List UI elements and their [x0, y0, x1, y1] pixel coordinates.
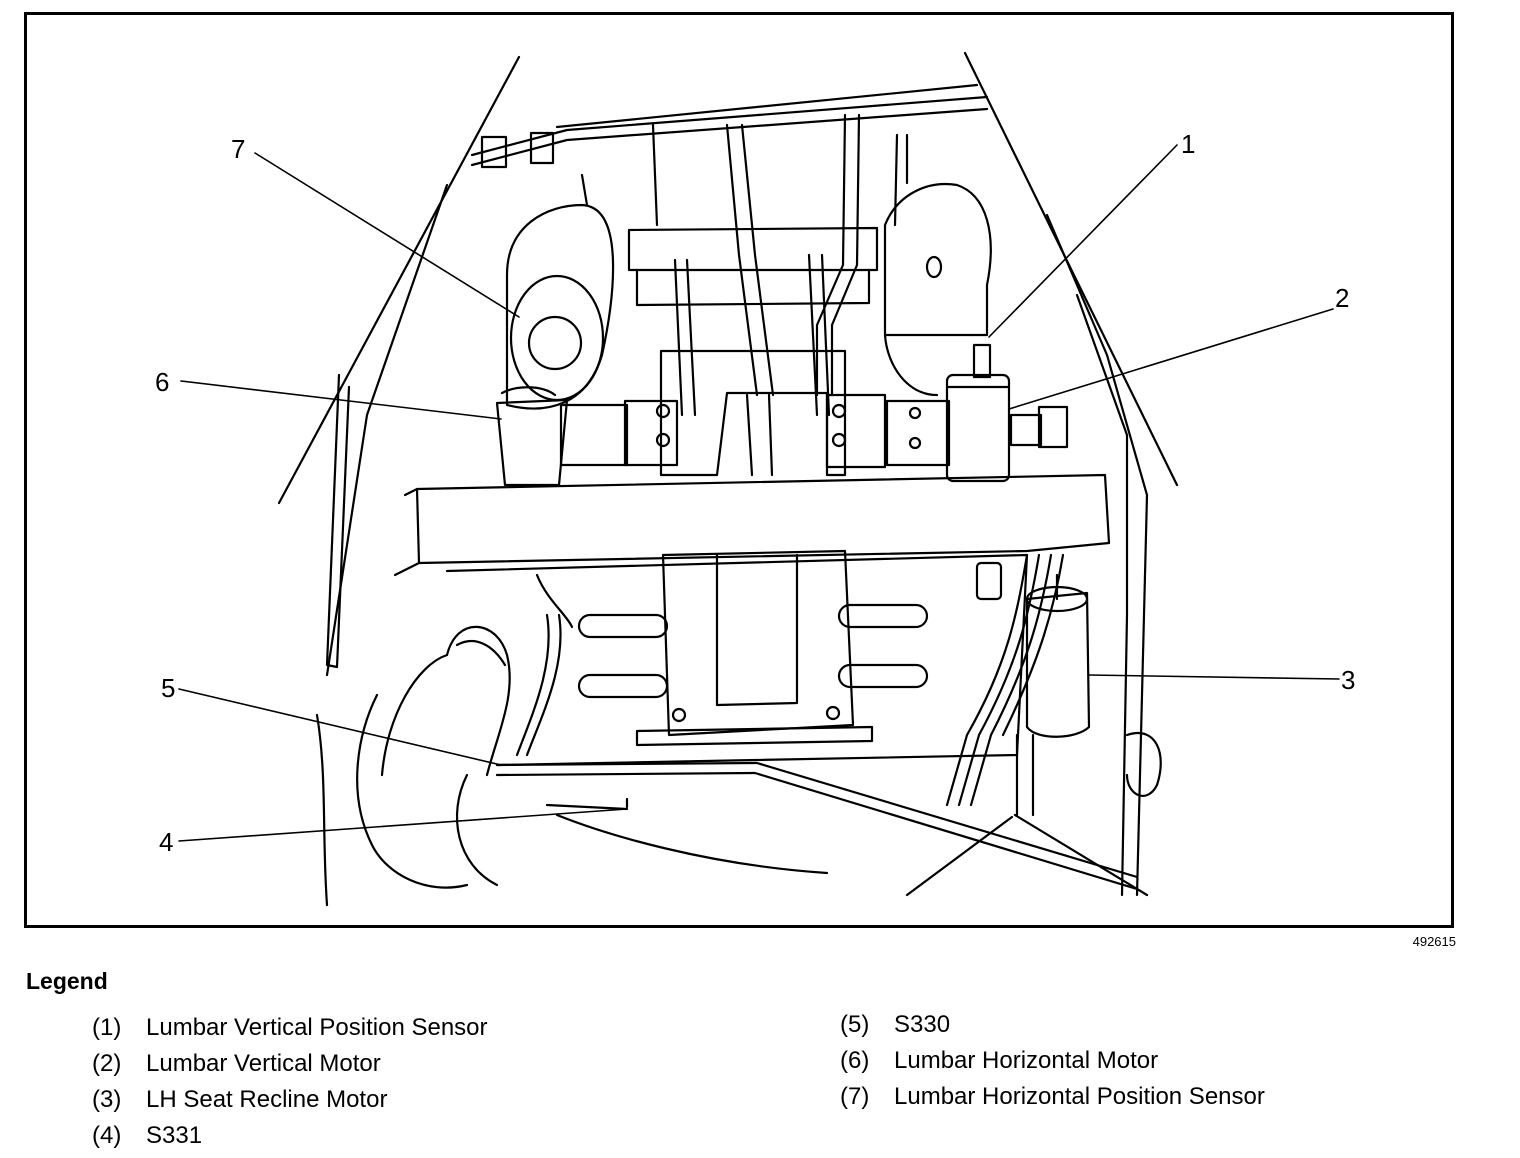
seat-frame-left-edge [277, 55, 521, 505]
legend-number: (2) [92, 1050, 122, 1077]
lh-seat-recline-motor [1025, 591, 1091, 738]
legend-item: (5) S330 [840, 1010, 1265, 1046]
legend-column-right: (5) S330 (6) Lumbar Horizontal Motor (7)… [840, 1010, 1265, 1118]
leader-line-3 [1088, 674, 1340, 680]
legend-number: (7) [840, 1083, 870, 1110]
left-harness [445, 625, 511, 777]
callout-number-1: 1 [1181, 129, 1196, 159]
legend-item: (6) Lumbar Horizontal Motor [840, 1046, 1265, 1082]
legend-item: (3) LH Seat Recline Motor [92, 1085, 488, 1121]
leader-line-5 [178, 688, 502, 766]
legend-label: LH Seat Recline Motor [146, 1086, 388, 1113]
callout-number-4: 4 [159, 827, 174, 857]
legend-label: S331 [146, 1122, 203, 1149]
legend-item: (2) Lumbar Vertical Motor [92, 1049, 488, 1085]
lumbar-horizontal-motor [495, 398, 569, 487]
legend-number: (6) [840, 1047, 870, 1074]
callout-number-5: 5 [161, 673, 176, 703]
seat-frame-left-rail-inner [325, 373, 351, 669]
legend-item: (7) Lumbar Horizontal Position Sensor [840, 1082, 1265, 1118]
legend-label: Lumbar Horizontal Motor [894, 1047, 1159, 1074]
main-crossbar [415, 473, 1111, 565]
lower-plate [445, 553, 1029, 767]
seat-frame-left-rail [325, 183, 449, 677]
legend-label: Lumbar Vertical Motor [146, 1050, 381, 1077]
leader-line-1 [988, 144, 1178, 338]
left-seat-cushion [356, 693, 469, 889]
leader-line-6 [180, 380, 502, 420]
leader-line-2 [1008, 308, 1334, 410]
diagram-frame: 7 1 2 6 3 5 4 [24, 12, 1454, 928]
leader-line-4 [178, 808, 628, 842]
floor-line [905, 815, 1014, 897]
legend-number: (3) [92, 1086, 122, 1113]
lumbar-horizontal-position-sensor [505, 203, 615, 410]
seat-back-illustration [178, 51, 1340, 907]
seat-frame-right-rail [1045, 213, 1149, 897]
legend-label: Lumbar Horizontal Position Sensor [894, 1083, 1265, 1110]
legend-number: (1) [92, 1014, 122, 1041]
callout-number-6: 6 [155, 367, 170, 397]
legend-column-left: (1) Lumbar Vertical Position Sensor (2) … [92, 1013, 488, 1157]
center-bracket [659, 349, 847, 477]
legend-number: (5) [840, 1011, 870, 1038]
lower-bracket [661, 549, 855, 737]
legend-item: (4) S331 [92, 1121, 488, 1157]
lower-rail [495, 761, 1139, 879]
callout-number-7: 7 [231, 134, 246, 164]
legend-item: (1) Lumbar Vertical Position Sensor [92, 1013, 488, 1049]
lumbar-vertical-motor [945, 373, 1011, 483]
legend-label: S330 [894, 1011, 951, 1038]
callout-number-3: 3 [1341, 665, 1356, 695]
callout-number-2: 2 [1335, 283, 1350, 313]
top-wire-harness [470, 95, 989, 157]
upper-bracket [627, 226, 879, 272]
legend-title: Legend [26, 968, 108, 994]
figure-id: 492615 [1412, 934, 1456, 949]
legend-label: Lumbar Vertical Position Sensor [146, 1014, 488, 1041]
leader-line-7 [254, 152, 520, 318]
legend-number: (4) [92, 1122, 122, 1149]
lumbar-vertical-position-sensor [883, 182, 992, 337]
